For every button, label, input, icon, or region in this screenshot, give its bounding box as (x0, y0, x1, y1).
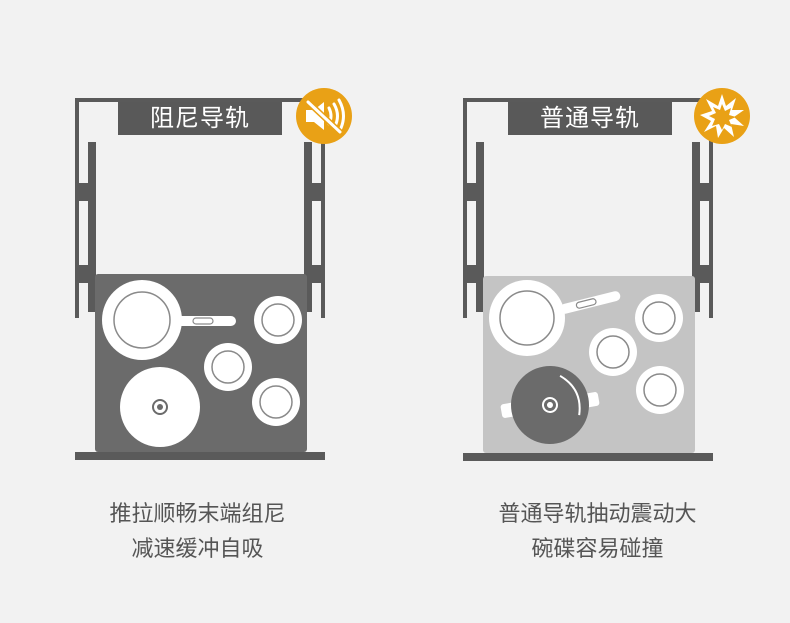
normal-rail-title: 普通导轨 (508, 102, 672, 135)
rail-frame (75, 98, 325, 318)
cooking-pot (500, 366, 600, 444)
plate (254, 296, 302, 344)
normal-drawer-illustration (463, 98, 713, 461)
plate (635, 294, 683, 342)
plate (204, 343, 252, 391)
caption-line: 减速缓冲自吸 (131, 537, 264, 562)
normal-rail-panel: 普通导轨 普通导轨抽动震动大 碗碟容易碰撞 (395, 0, 790, 623)
plate (636, 366, 684, 414)
soft-close-drawer-illustration (75, 98, 325, 460)
collision-burst-icon (694, 88, 750, 144)
caption-line: 推拉顺畅末端组尼 (109, 502, 286, 527)
drawer-base (463, 453, 713, 461)
soft-close-rail-title: 阻尼导轨 (118, 102, 282, 135)
rail-frame (463, 98, 713, 318)
frying-pan (102, 280, 236, 360)
soft-close-rail-panel: 阻尼导轨 推拉顺畅末端组尼 减速缓冲自吸 (0, 88, 395, 567)
plate (589, 328, 637, 376)
caption-line: 普通导轨抽动震动大 (498, 502, 697, 527)
normal-rail-description: 普通导轨抽动震动大 碗碟容易碰撞 (400, 497, 790, 567)
drawer-base (75, 452, 325, 460)
frying-pan (489, 280, 621, 356)
pot-lid (120, 367, 200, 447)
muted-speaker-icon (296, 88, 352, 144)
soft-close-description: 推拉顺畅末端组尼 减速缓冲自吸 (0, 497, 395, 567)
plate (252, 378, 300, 426)
caption-line: 碗碟容易碰撞 (531, 537, 664, 562)
